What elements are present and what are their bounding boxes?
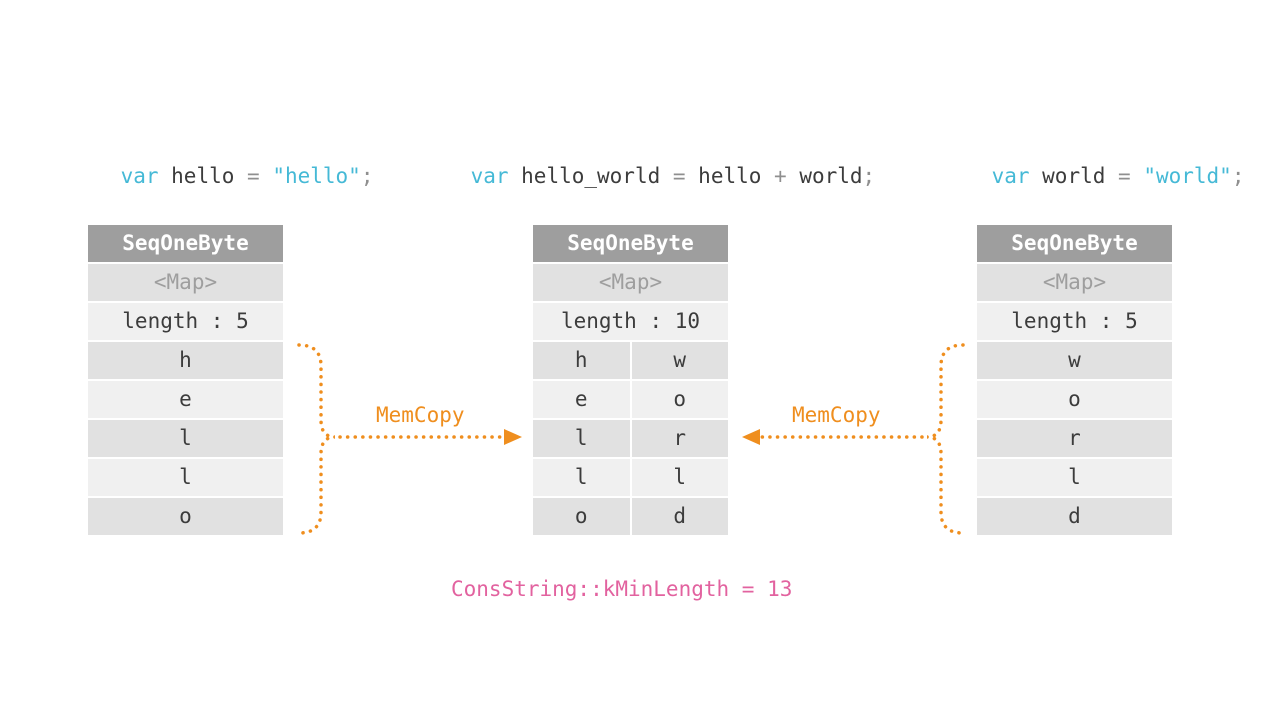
char-row: h — [88, 342, 283, 379]
char-row: l — [88, 420, 283, 457]
arrowhead-right-icon — [504, 429, 522, 445]
table-world: SeqOneByte <Map> length : 5 w o r l d — [977, 225, 1172, 537]
char-cell: l — [533, 459, 630, 496]
code-token-identifier: world — [1042, 164, 1119, 188]
brace-left — [297, 343, 336, 535]
code-token-identifier: world — [799, 164, 863, 188]
table-header: SeqOneByte — [977, 225, 1172, 262]
map-row: <Map> — [533, 264, 728, 301]
memcopy-label-left: MemCopy — [376, 403, 465, 427]
char-row: l r — [533, 420, 728, 457]
char-cell: l — [533, 420, 630, 457]
brace-right — [926, 343, 965, 535]
code-token-keyword: var — [470, 164, 522, 188]
char-row: o — [977, 381, 1172, 418]
table-hello-world: SeqOneByte <Map> length : 10 h w e o l r… — [533, 225, 728, 537]
code-token-operator: = — [1118, 164, 1144, 188]
table-header: SeqOneByte — [533, 225, 728, 262]
char-cell: w — [631, 342, 728, 379]
code-token-semicolon: ; — [862, 164, 876, 188]
length-row: length : 10 — [533, 303, 728, 340]
char-cell: l — [631, 459, 728, 496]
length-row: length : 5 — [88, 303, 283, 340]
code-line-world: var world = "world"; — [941, 137, 1245, 215]
code-line-hello-world: var hello_world = hello + world; — [420, 137, 876, 215]
table-hello: SeqOneByte <Map> length : 5 h e l l o — [88, 225, 283, 537]
map-row: <Map> — [977, 264, 1172, 301]
char-cell: e — [533, 381, 630, 418]
code-token-operator: + — [774, 164, 800, 188]
code-token-semicolon: ; — [360, 164, 374, 188]
length-row: length : 5 — [977, 303, 1172, 340]
char-cell: r — [631, 420, 728, 457]
memcopy-label-right: MemCopy — [792, 403, 881, 427]
code-token-keyword: var — [120, 164, 172, 188]
char-row: l l — [533, 459, 728, 496]
arrowhead-left-icon — [742, 429, 760, 445]
code-token-string: "hello" — [272, 164, 361, 188]
code-token-identifier: hello — [171, 164, 248, 188]
char-row: o — [88, 498, 283, 535]
code-token-identifier: hello_world — [521, 164, 673, 188]
code-token-string: "world" — [1143, 164, 1232, 188]
char-row: l — [88, 459, 283, 496]
char-row: h w — [533, 342, 728, 379]
table-header: SeqOneByte — [88, 225, 283, 262]
code-token-semicolon: ; — [1231, 164, 1245, 188]
char-row: l — [977, 459, 1172, 496]
code-token-identifier: hello — [698, 164, 775, 188]
code-line-hello: var hello = "hello"; — [70, 137, 374, 215]
char-cell: h — [533, 342, 630, 379]
cons-string-note: ConsString::kMinLength = 13 — [451, 577, 793, 601]
char-cell: o — [631, 381, 728, 418]
char-row: r — [977, 420, 1172, 457]
code-token-operator: = — [247, 164, 273, 188]
char-row: o d — [533, 498, 728, 535]
code-token-keyword: var — [991, 164, 1043, 188]
char-cell: d — [631, 498, 728, 535]
char-row: e — [88, 381, 283, 418]
char-row: e o — [533, 381, 728, 418]
code-token-operator: = — [672, 164, 699, 188]
char-row: w — [977, 342, 1172, 379]
char-row: d — [977, 498, 1172, 535]
char-cell: o — [533, 498, 630, 535]
map-row: <Map> — [88, 264, 283, 301]
